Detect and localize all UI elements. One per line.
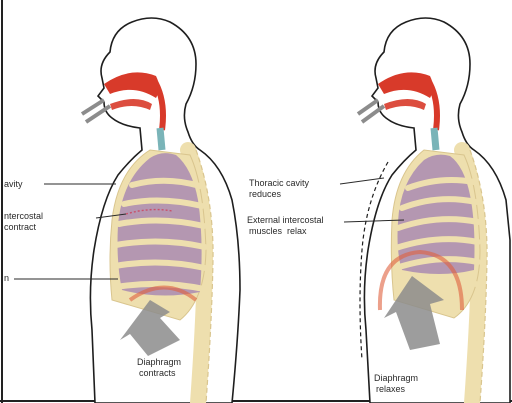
left-trachea	[160, 128, 162, 150]
label-intercostal-left-1: ntercostal	[4, 211, 43, 222]
inhalation-figure	[14, 18, 240, 403]
label-external-intercostal-2: muscles relax	[249, 226, 307, 237]
label-thoracic-cavity-left: avity	[4, 179, 23, 190]
label-diaphragm-left-1: Diaphragm	[137, 357, 181, 368]
label-intercostal-left-2: contract	[4, 222, 36, 233]
label-n-left: n	[4, 273, 9, 284]
label-thoracic-cavity-right-2: reduces	[249, 189, 281, 200]
right-trachea	[434, 128, 436, 150]
label-diaphragm-right-1: Diaphragm	[374, 373, 418, 384]
label-external-intercostal-1: External intercostal	[247, 215, 324, 226]
label-diaphragm-left-2: contracts	[139, 368, 176, 379]
label-thoracic-cavity-right-1: Thoracic cavity	[249, 178, 309, 189]
exhalation-figure	[340, 18, 510, 403]
label-diaphragm-right-2: relaxes	[376, 384, 405, 395]
